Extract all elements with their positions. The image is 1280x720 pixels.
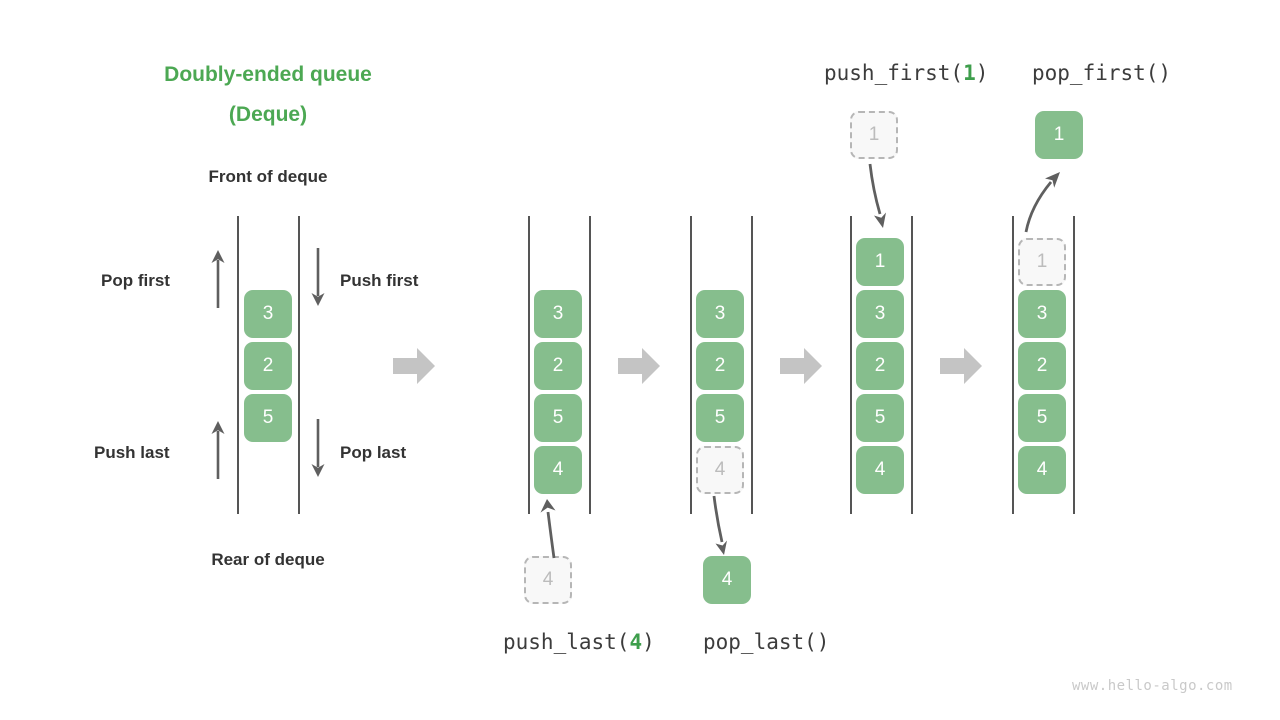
push-first-label: Push first	[340, 271, 419, 290]
deque-rail-right	[751, 216, 753, 514]
deque-cell: 3	[534, 290, 582, 338]
deque-cell: 1	[856, 238, 904, 286]
legend-rail-left	[237, 216, 239, 514]
push-last-label: Push last	[94, 443, 170, 462]
deque-cell: 5	[534, 394, 582, 442]
deque-cell: 4	[534, 446, 582, 494]
ghost-cell-incoming: 1	[850, 111, 898, 159]
push-first-code-prefix: push_first(	[824, 61, 964, 85]
legend-cell: 5	[244, 394, 292, 442]
deque-cell: 4	[1018, 446, 1066, 494]
push-first-code-suffix: )	[975, 61, 989, 85]
deque-cell: 3	[1018, 290, 1066, 338]
flow-arrow-icon	[393, 347, 435, 385]
push-last-code-suffix: )	[642, 630, 655, 654]
front-of-deque-label: Front of deque	[208, 167, 328, 186]
deque-rail-right	[1073, 216, 1075, 514]
pop-last-arrow-icon	[308, 419, 328, 479]
pop-first-code-label: pop_first()	[1032, 61, 1172, 85]
popped-cell: 4	[703, 556, 751, 604]
deque-rail-left	[850, 216, 852, 514]
pop-last-motion-arrow-icon	[703, 495, 735, 558]
ghost-cell-removed: 4	[696, 446, 744, 494]
deque-cell: 2	[696, 342, 744, 390]
deque-cell: 5	[696, 394, 744, 442]
push-last-code-prefix: push_last(	[503, 630, 630, 654]
watermark: www.hello-algo.com	[1072, 678, 1233, 694]
pop-first-arrow-icon	[208, 248, 228, 308]
push-last-arrow-icon	[208, 419, 228, 479]
push-first-arrow-icon	[308, 248, 328, 308]
deque-rail-left	[528, 216, 530, 514]
push-last-motion-arrow-icon	[536, 496, 568, 559]
pop-last-code-label: pop_last()	[703, 630, 830, 654]
legend-cell: 2	[244, 342, 292, 390]
push-first-motion-arrow-icon	[862, 163, 896, 232]
push-first-code-arg: 1	[963, 61, 976, 85]
deque-cell: 2	[1018, 342, 1066, 390]
deque-cell: 4	[856, 446, 904, 494]
deque-cell: 3	[856, 290, 904, 338]
deque-cell: 5	[856, 394, 904, 442]
deque-cell: 2	[856, 342, 904, 390]
diagram-title-line1: Doubly-ended queue	[164, 63, 372, 86]
ghost-cell-removed: 1	[1018, 238, 1066, 286]
diagram-title-line2: (Deque)	[228, 103, 308, 126]
deque-cell: 3	[696, 290, 744, 338]
flow-arrow-icon	[940, 347, 982, 385]
push-last-code-label: push_last(4)	[503, 629, 655, 655]
legend-rail-right	[298, 216, 300, 514]
popped-cell: 1	[1035, 111, 1083, 159]
pop-first-motion-arrow-icon	[1020, 164, 1064, 233]
deque-rail-left	[1012, 216, 1014, 514]
legend-cell: 3	[244, 290, 292, 338]
flow-arrow-icon	[618, 347, 660, 385]
flow-arrow-icon	[780, 347, 822, 385]
push-last-code-arg: 4	[629, 630, 643, 654]
deque-rail-right	[589, 216, 591, 514]
deque-rail-left	[690, 216, 692, 514]
ghost-cell-incoming: 4	[524, 556, 572, 604]
pop-first-label: Pop first	[101, 271, 170, 290]
push-first-code-label: push_first(1)	[824, 60, 988, 86]
deque-cell: 5	[1018, 394, 1066, 442]
deque-rail-right	[911, 216, 913, 514]
deque-cell: 2	[534, 342, 582, 390]
pop-last-label: Pop last	[340, 443, 407, 462]
rear-of-deque-label: Rear of deque	[211, 550, 325, 569]
